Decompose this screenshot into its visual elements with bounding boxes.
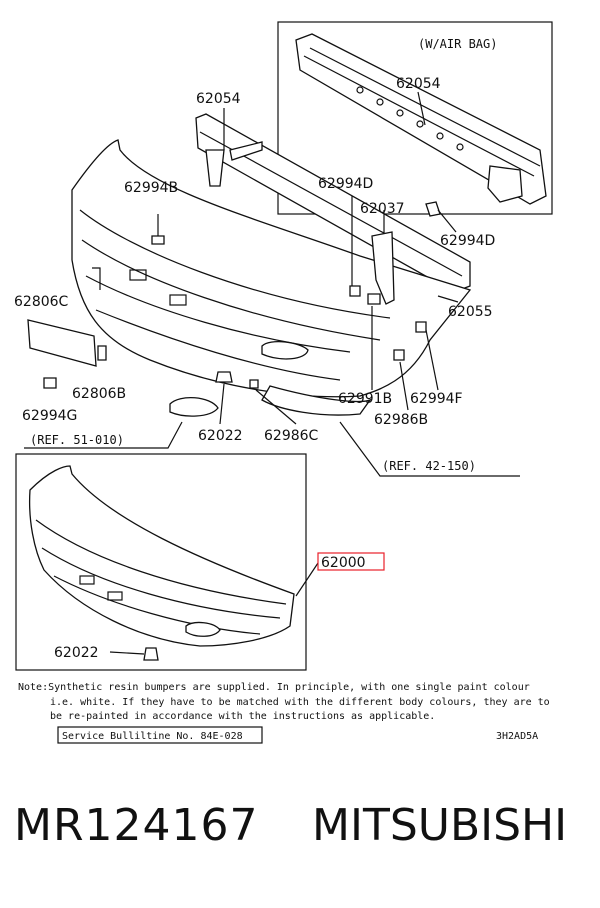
label-ref-42: (REF. 42-150) [382,459,476,473]
label-62994g: 62994G [22,408,77,424]
label-62991b: 62991B [338,391,392,407]
brand-name: MITSUBISHI [312,800,568,851]
ref-42-leader [339,421,520,477]
label-62806c: 62806C [14,294,69,310]
label-62986b: 62986B [374,412,428,428]
label-62054-left: 62054 [196,91,241,107]
bracket [371,231,395,305]
highlight-62000 [317,552,385,571]
fog-lamp-cover [169,397,219,417]
note-line-3: be re-painted in accordance with the ins… [50,711,435,722]
front-bumper-assembly [71,139,472,416]
label-62994b: 62994B [124,180,178,196]
diagram-code: 3H2AD5A [496,731,538,742]
label-62986c: 62986C [264,428,319,444]
label-62022-bottom: 62022 [54,645,99,661]
footer: MR124167 MITSUBISHI [0,800,600,880]
label-62055: 62055 [448,304,493,320]
reinforcement-beam: 62054 [195,91,471,293]
note-line-1: Note:Synthetic resin bumpers are supplie… [18,682,530,693]
label-ref-51: (REF. 51-010) [30,433,124,447]
label-62022-top: 62022 [198,428,243,444]
label-62037: 62037 [360,201,405,217]
label-62994d-right: 62994D [440,233,495,249]
service-bulletin-box [57,726,263,744]
bumper-assembly-inset: 62022 [15,453,319,671]
label-62994f: 62994F [410,391,463,407]
label-62994d-top: 62994D [318,176,373,192]
fasteners [43,196,459,425]
air-bag-label: (W/AIR BAG) [418,37,497,51]
note-line-2: i.e. white. If they have to be matched w… [50,697,550,708]
part-number: MR124167 [14,800,259,851]
ref-51-leader [24,421,183,449]
side-molding [27,319,97,367]
service-bulletin: Service Bulliltine No. 84E-028 [62,731,243,742]
air-bag-inset: (W/AIR BAG) 62054 [277,21,553,215]
label-62000: 62000 [321,555,366,571]
parts-diagram: (W/AIR BAG) 62054 62054 [14,21,553,744]
label-62054-top: 62054 [396,76,441,92]
label-62806b: 62806B [72,386,126,402]
